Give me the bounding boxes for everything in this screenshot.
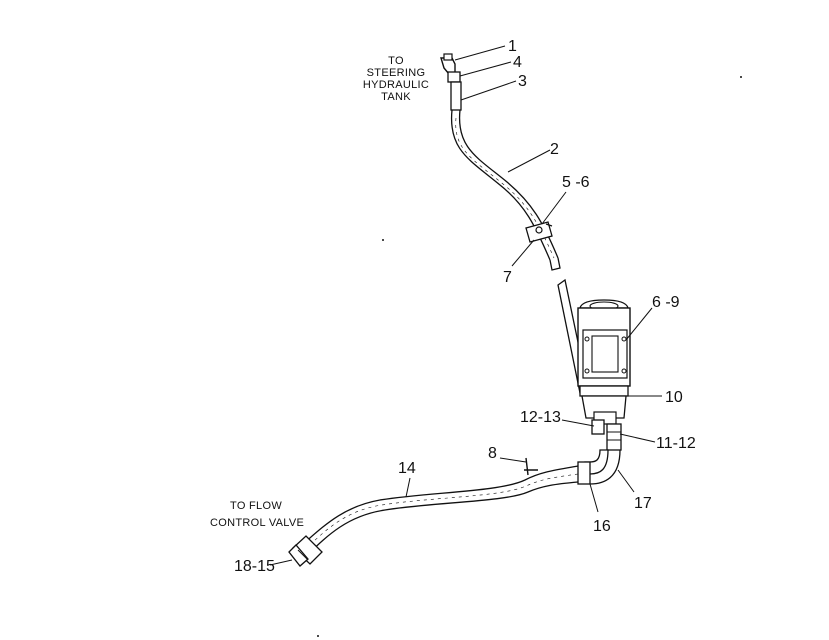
upper-hose-assembly: [440, 53, 561, 271]
caption-line: HYDRAULIC: [363, 79, 429, 91]
callout-5-6: 5 -6: [562, 174, 590, 191]
pump-port-fitting-right: [606, 423, 622, 451]
callout-17: 17: [634, 495, 652, 512]
caption-line: TO FLOW: [230, 500, 282, 512]
callout-12-13: 12-13: [520, 409, 561, 426]
leader-lines: [269, 45, 662, 566]
callout-4: 4: [513, 54, 522, 71]
caption-steering-tank: TO STEERING HYDRAULIC TANK: [363, 55, 429, 103]
callout-14: 14: [398, 460, 416, 477]
callout-8: 8: [488, 445, 497, 462]
hose-clamp: [525, 221, 553, 243]
callout-6-9: 6 -9: [652, 294, 680, 311]
hose-ferrule: [450, 81, 462, 111]
hose-clip: [524, 457, 538, 476]
callout-7: 7: [503, 269, 512, 286]
callout-2: 2: [550, 141, 559, 158]
scan-specks: [317, 76, 742, 637]
pump-port-fitting-left: [591, 419, 605, 435]
callout-11-12: 11-12: [656, 435, 696, 452]
fitting-nut: [447, 71, 461, 83]
pump-flange: [579, 385, 629, 397]
caption-line: TO: [388, 55, 404, 67]
callout-3: 3: [518, 73, 527, 90]
callout-1: 1: [508, 38, 517, 55]
lower-ferrule: [577, 461, 591, 485]
caption-line: STEERING: [367, 67, 426, 79]
caption-line: CONTROL VALVE: [210, 517, 304, 529]
callout-10: 10: [665, 389, 683, 406]
callout-16: 16: [593, 518, 611, 535]
lower-hose-assembly: [288, 449, 621, 567]
pump-assembly: [557, 278, 631, 451]
lower-hose: [295, 465, 579, 551]
caption-flow-valve: TO FLOW CONTROL VALVE: [210, 500, 304, 529]
callouts: 1 4 3 2 5 -6 7 6 -9 10 12-13 11-12 8 14 …: [234, 38, 696, 575]
caption-line: TANK: [381, 91, 411, 103]
callout-18-15: 18-15: [234, 558, 275, 575]
